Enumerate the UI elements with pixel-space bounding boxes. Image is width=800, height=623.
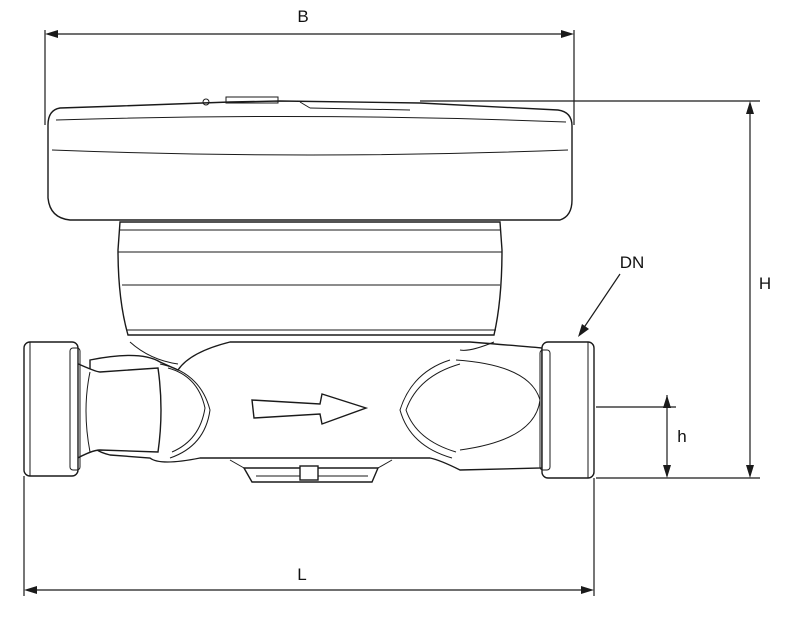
dn-label: DN: [620, 253, 645, 272]
meter-neck: [117, 221, 503, 336]
right-union-nut: [539, 341, 595, 479]
dimension-l: L: [23, 476, 595, 596]
dimension-axis-label: h: [677, 427, 686, 446]
dimension-h: H: [420, 100, 771, 479]
bottom-fitting: [229, 459, 393, 483]
register-head: [47, 96, 573, 221]
dimension-l-label: L: [297, 565, 306, 584]
left-union-nut: [23, 341, 81, 477]
dimension-b: B: [44, 7, 575, 125]
dimension-b-label: B: [297, 7, 308, 26]
dn-leader: DN: [578, 253, 644, 337]
flow-direction-arrow: [251, 393, 369, 425]
dimension-h-label: H: [759, 274, 771, 293]
dimension-h-axis: h: [596, 395, 687, 478]
